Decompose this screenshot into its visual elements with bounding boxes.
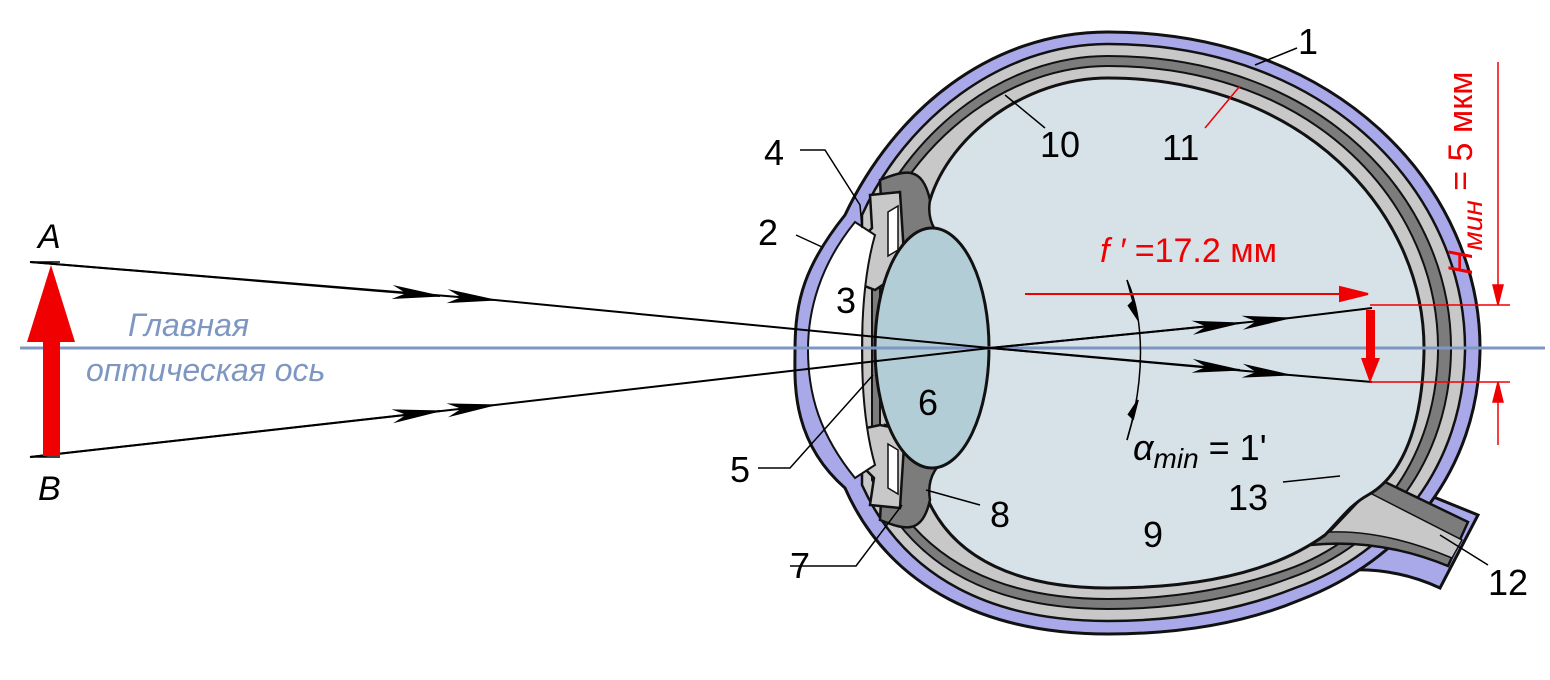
alpha-label: αmin = 1': [1133, 427, 1267, 474]
leader-line-11: [1204, 85, 1241, 129]
focal-length-label: f ′ =17.2 мм: [1100, 232, 1277, 270]
focal-value: =17.2 мм: [1125, 232, 1277, 270]
part-number-12: 12: [1488, 562, 1528, 603]
part-number-3: 3: [836, 280, 856, 321]
part-number-10: 10: [1040, 124, 1080, 165]
focal-length-dimension: [1025, 285, 1510, 383]
iris-top-highlight: [887, 204, 899, 258]
part-number-13: 13: [1228, 477, 1268, 518]
rays: [29, 261, 1373, 458]
optic-nerve-core: [1328, 491, 1464, 559]
part-number-11: 11: [1162, 127, 1199, 168]
part-number-9: 9: [1143, 514, 1163, 555]
part-number-7: 7: [790, 545, 810, 586]
h-subscript: мин: [1457, 200, 1488, 250]
eyeball: [793, 30, 1482, 636]
label-point-b: B: [38, 470, 61, 508]
h-min-dimension: [1492, 62, 1504, 445]
optical-axis-label-line1: Главная: [128, 307, 249, 343]
optical-axis-label-line2: оптическая ось: [86, 352, 325, 388]
part-number-4: 4: [764, 132, 784, 173]
anterior-chamber: [806, 220, 877, 480]
part-number-6: 6: [918, 382, 938, 423]
part-number-8: 8: [990, 494, 1010, 535]
alpha-subscript: min: [1154, 443, 1199, 474]
alpha-symbol: α: [1133, 427, 1155, 468]
leader-lines: [758, 47, 1489, 567]
image-arrow: [1361, 310, 1380, 383]
h-value: = 5 мкм: [1442, 72, 1480, 201]
h-min-label: Hмин = 5 мкм: [1442, 72, 1488, 275]
iris-bottom-highlight: [887, 442, 899, 496]
part-number-1: 1: [1298, 21, 1318, 62]
part-number-2: 2: [758, 212, 778, 253]
part-number-5: 5: [730, 449, 750, 490]
alpha-value: = 1': [1199, 427, 1267, 468]
label-point-a: A: [36, 218, 61, 256]
h-symbol: H: [1442, 250, 1480, 275]
focal-symbol: f ′: [1100, 232, 1127, 270]
object-arrow: [27, 265, 75, 456]
